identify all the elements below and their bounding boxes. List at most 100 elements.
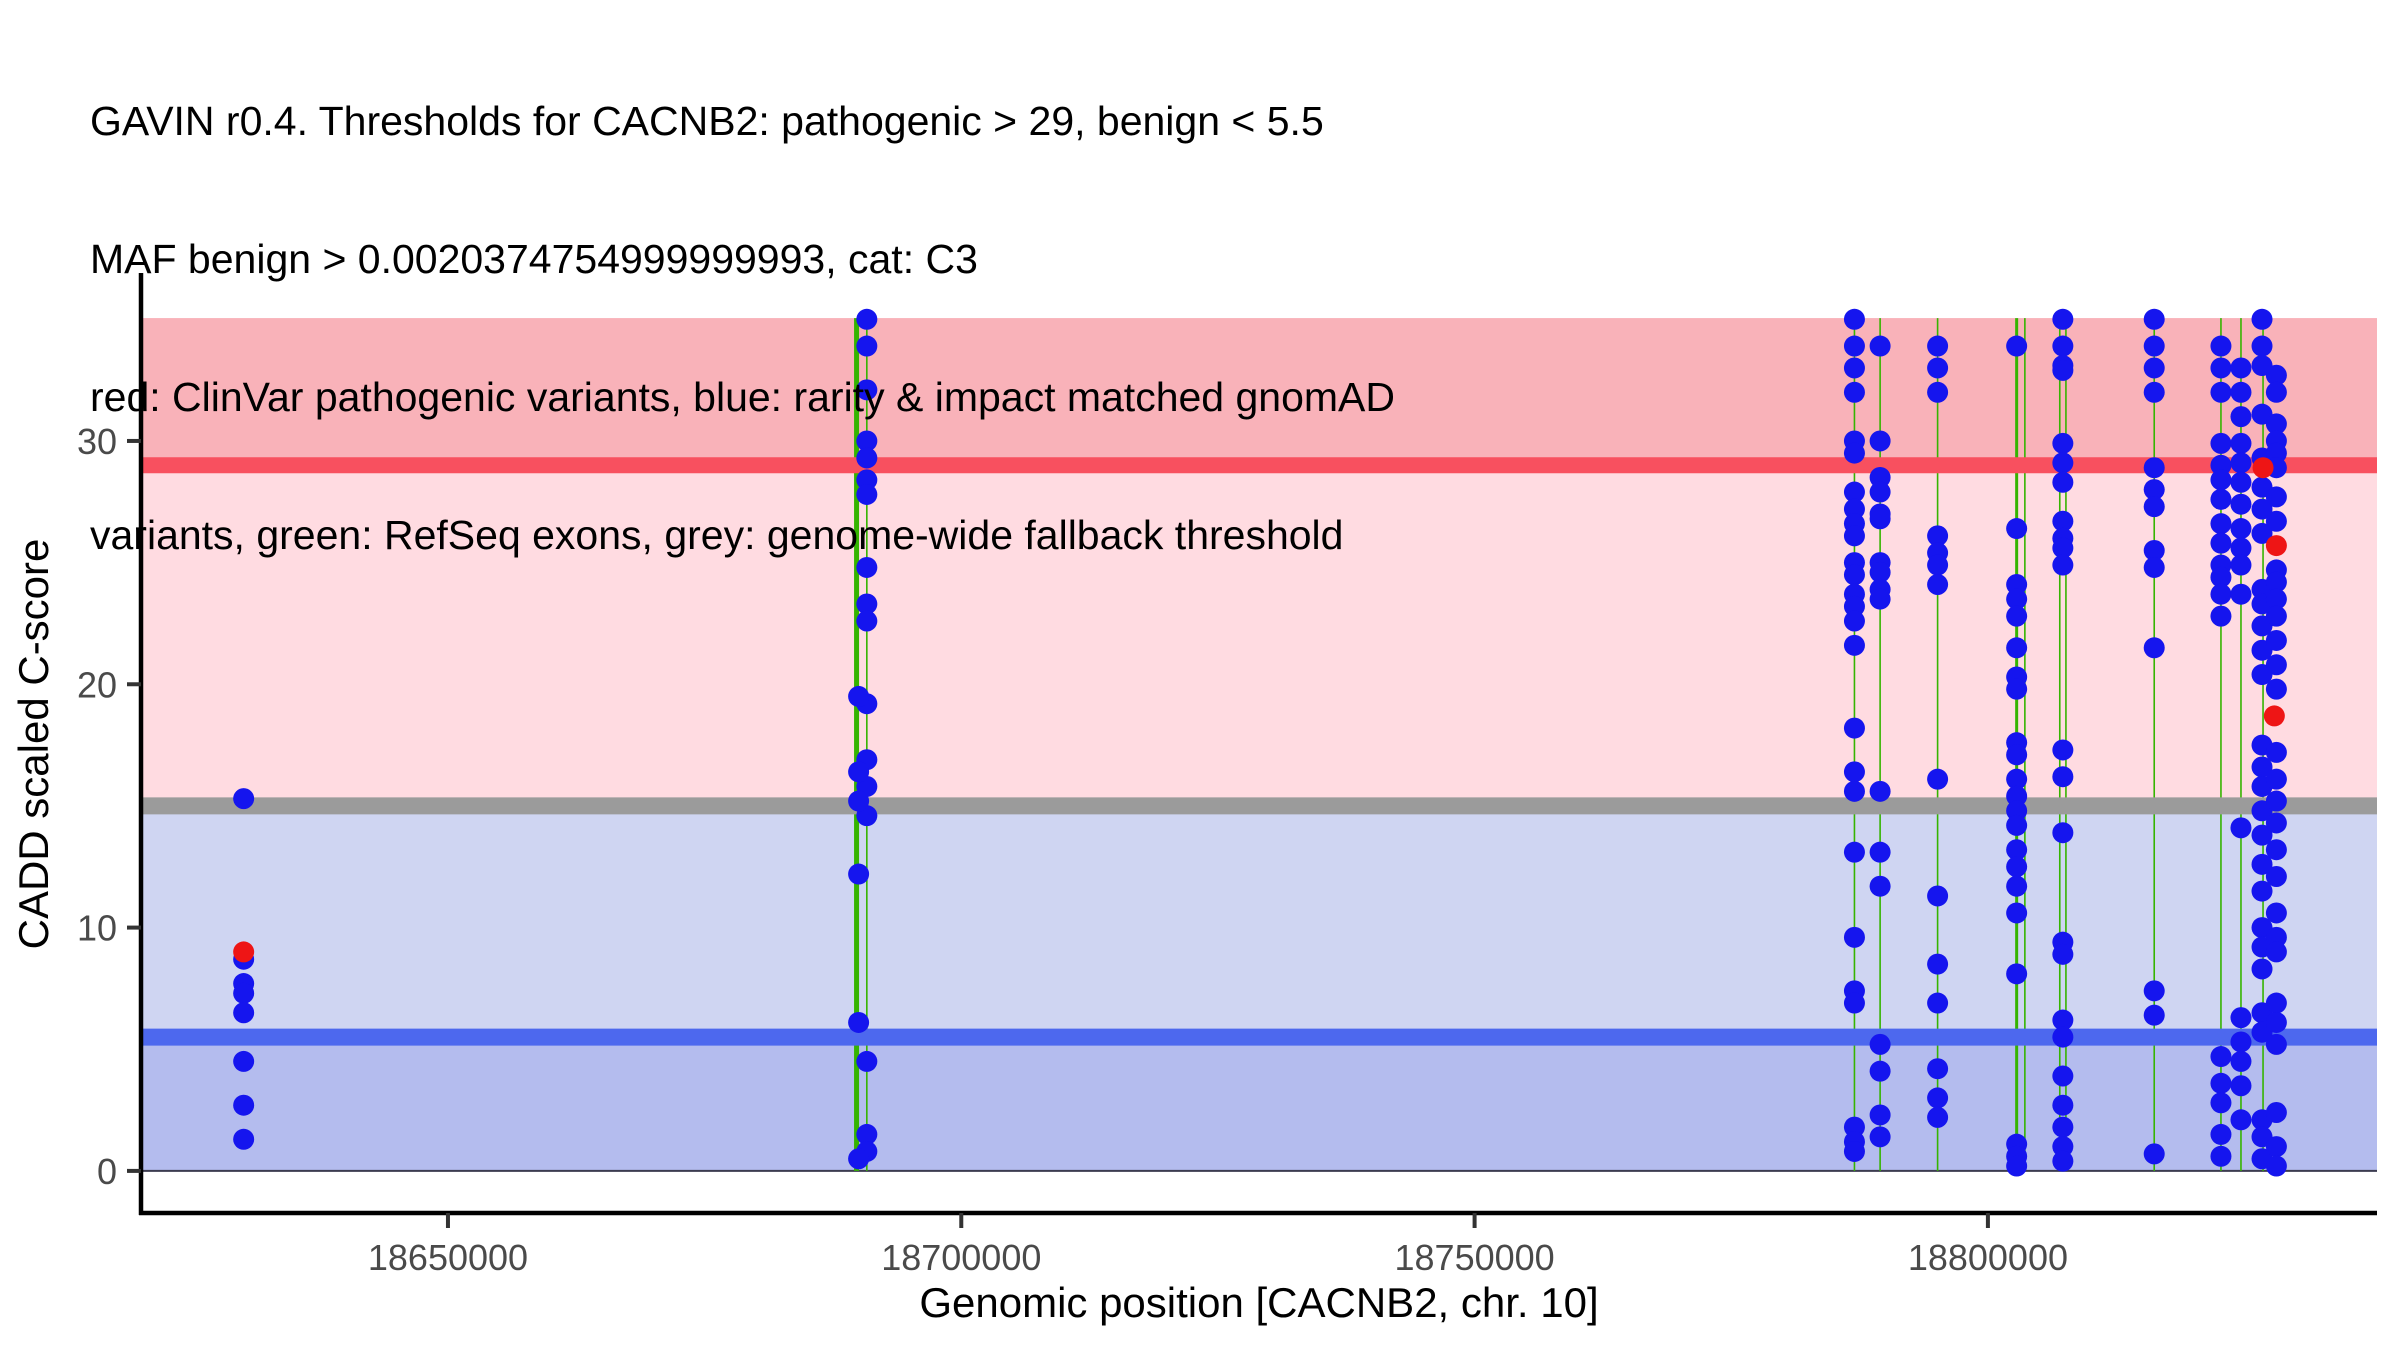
gnomad-variant-point	[1927, 1106, 1949, 1128]
gnomad-variant-point	[2052, 471, 2074, 493]
gnomad-variant-point	[2143, 308, 2165, 330]
gnomad-variant-point	[1869, 561, 1891, 583]
gnomad-variant-point	[2052, 510, 2074, 532]
gnomad-variant-point	[856, 483, 878, 505]
gnomad-variant-point	[2006, 839, 2028, 861]
gnomad-variant-point	[2143, 381, 2165, 403]
gnomad-variant-point	[1843, 357, 1865, 379]
gnomad-variant-point	[2210, 1145, 2232, 1167]
gnomad-variant-point	[2251, 498, 2273, 520]
gnomad-variant-point	[2265, 588, 2287, 610]
gnomad-variant-point	[2052, 1009, 2074, 1031]
gnomad-variant-point	[2210, 357, 2232, 379]
title-line-2: MAF benign > 0.0020374754999999993, cat:…	[90, 236, 978, 282]
gnomad-variant-point	[1843, 595, 1865, 617]
gnomad-variant-point	[856, 335, 878, 357]
gnomad-variant-point	[2230, 1050, 2252, 1072]
gnomad-variant-point	[1927, 525, 1949, 547]
gnomad-variant-point	[2230, 537, 2252, 559]
gnomad-variant-point	[1927, 1058, 1949, 1080]
gnomad-variant-point	[848, 1011, 870, 1033]
gnomad-variant-point	[1869, 1060, 1891, 1082]
clinvar-variant-point	[233, 941, 255, 963]
gnomad-variant-point	[2265, 381, 2287, 403]
gnomad-variant-point	[2265, 413, 2287, 435]
gnomad-variant-point	[2006, 744, 2028, 766]
gnomad-variant-point	[2052, 432, 2074, 454]
gnomad-variant-point	[2230, 1007, 2252, 1029]
gnomad-variant-point	[1927, 574, 1949, 596]
gnomad-variant-point	[2006, 574, 2028, 596]
gnomad-variant-point	[2265, 364, 2287, 386]
gnomad-variant-point	[2230, 554, 2252, 576]
gnomad-variant-point	[2265, 865, 2287, 887]
x-tick-label: 18650000	[368, 1237, 528, 1278]
gnomad-variant-point	[2052, 335, 2074, 357]
gnomad-variant-point	[2251, 824, 2273, 846]
gnomad-variant-point	[1843, 308, 1865, 330]
gnomad-variant-point	[848, 863, 870, 885]
gnomad-variant-point	[2052, 739, 2074, 761]
gnomad-variant-point	[2006, 588, 2028, 610]
gnomad-variant-point	[1843, 926, 1865, 948]
gnomad-variant-point	[2052, 943, 2074, 965]
gnomad-variant-point	[2210, 335, 2232, 357]
gnomad-variant-point	[2052, 822, 2074, 844]
gnomad-variant-point	[2210, 566, 2232, 588]
band-pathogenic-zone	[141, 318, 2377, 466]
band-uncertain-lower-zone	[141, 805, 2377, 1038]
gnomad-variant-point	[2006, 637, 2028, 659]
gnomad-variant-point	[2265, 839, 2287, 861]
gnomad-variant-point	[1843, 717, 1865, 739]
gnomad-variant-point	[2210, 583, 2232, 605]
gnomad-variant-point	[1843, 1140, 1865, 1162]
gnomad-variant-point	[2265, 1102, 2287, 1124]
gnomad-variant-point	[1843, 780, 1865, 802]
gnomad-variant-point	[1927, 953, 1949, 975]
chart-title: GAVIN r0.4. Thresholds for CACNB2: patho…	[90, 6, 1395, 650]
gnomad-variant-point	[1927, 885, 1949, 907]
gnomad-variant-point	[856, 593, 878, 615]
gnomad-variant-point	[848, 790, 870, 812]
gnomad-variant-point	[1869, 1126, 1891, 1148]
gnomad-variant-point	[233, 1002, 255, 1024]
gnomad-variant-point	[233, 1094, 255, 1116]
gnomad-variant-point	[2052, 1065, 2074, 1087]
gnomad-variant-point	[1843, 610, 1865, 632]
gnomad-variant-point	[848, 761, 870, 783]
gnomad-variant-point	[1927, 768, 1949, 790]
gnomad-variant-point	[2143, 335, 2165, 357]
gnomad-variant-point	[2265, 486, 2287, 508]
gnomad-variant-point	[2210, 1123, 2232, 1145]
gnomad-variant-point	[2265, 571, 2287, 593]
gnomad-variant-point	[2052, 537, 2074, 559]
gnomad-variant-point	[2265, 605, 2287, 627]
gnomad-variant-point	[2230, 583, 2252, 605]
gnomad-variant-point	[2230, 1109, 2252, 1131]
gnomad-variant-point	[2210, 381, 2232, 403]
gnomad-variant-point	[1869, 875, 1891, 897]
gnomad-variant-point	[2006, 800, 2028, 822]
y-axis-label: CADD scaled C-score	[10, 539, 57, 950]
gnomad-variant-point	[1927, 335, 1949, 357]
gnomad-variant-point	[1843, 841, 1865, 863]
gnomad-variant-point	[856, 610, 878, 632]
gnomad-variant-point	[2265, 941, 2287, 963]
gnomad-variant-point	[233, 1128, 255, 1150]
threshold-bands	[141, 318, 2377, 1172]
gnomad-variant-point	[2265, 442, 2287, 464]
gnomad-variant-point	[1843, 1116, 1865, 1138]
gnomad-variant-point	[2230, 357, 2252, 379]
gnomad-variant-point	[2210, 432, 2232, 454]
gnomad-variant-point	[2265, 1155, 2287, 1177]
clinvar-variant-point	[2265, 535, 2287, 557]
gnomad-variant-point	[2143, 637, 2165, 659]
gnomad-variant-point	[2006, 963, 2028, 985]
gnomad-variant-point	[2052, 1150, 2074, 1172]
gnomad-variant-point	[2251, 853, 2273, 875]
gnomad-variant-point	[856, 1050, 878, 1072]
gnomad-variant-point	[2143, 1004, 2165, 1026]
gnomad-variant-point	[2230, 518, 2252, 540]
gnomad-variant-point	[2006, 335, 2028, 357]
